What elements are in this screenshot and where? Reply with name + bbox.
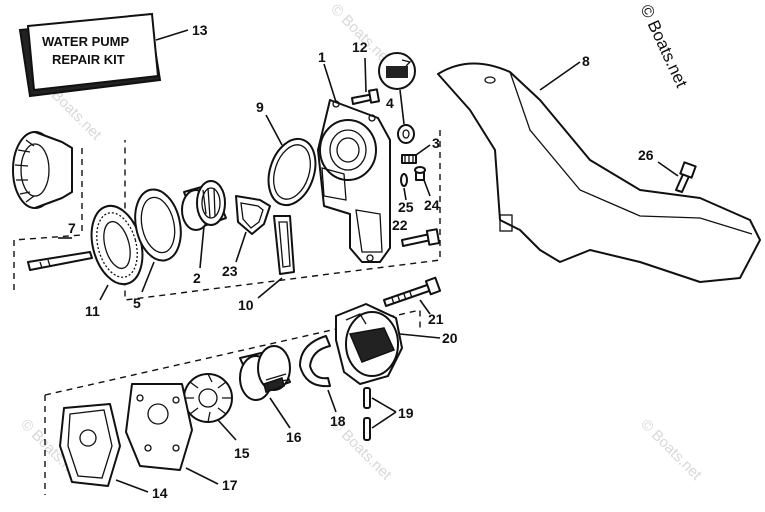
impeller: [183, 373, 233, 423]
impeller-housing: [335, 303, 403, 385]
callout-22: 22: [392, 217, 408, 233]
callout-8: 8: [582, 53, 590, 69]
callout-13: 13: [192, 22, 208, 38]
thrust-bearing: [90, 204, 144, 286]
callout-19: 19: [398, 405, 414, 421]
pins: [363, 387, 371, 441]
callout-1: 1: [318, 49, 326, 65]
pump-cover: [437, 62, 761, 283]
kit-group-outline-upper: [13, 130, 441, 301]
repair-kit-box: WATER PUMP REPAIR KIT: [18, 12, 162, 98]
callout-24: 24: [424, 197, 440, 213]
callout-4: 4: [386, 95, 394, 111]
pump-housing: [317, 99, 391, 263]
kit-group-outline-lower: [44, 309, 421, 495]
callout-5: 5: [133, 295, 141, 311]
callout-20: 20: [442, 330, 458, 346]
spring: [401, 154, 417, 164]
callout-9: 9: [256, 99, 264, 115]
callout-12: 12: [352, 39, 368, 55]
kit-label-line2: REPAIR KIT: [52, 52, 125, 67]
callout-17: 17: [222, 477, 238, 493]
callout-10: 10: [238, 297, 254, 313]
callout-18: 18: [330, 413, 346, 429]
needle-bearing: [181, 180, 227, 231]
callout-3: 3: [432, 135, 440, 151]
callout-14: 14: [152, 485, 168, 501]
callout-15: 15: [234, 445, 250, 461]
shaped-gasket: [235, 195, 271, 235]
callout-16: 16: [286, 429, 302, 445]
bevel-gear: [12, 131, 73, 209]
bolt-26: [675, 161, 697, 193]
grommet: [397, 124, 415, 144]
bolt-21: [383, 276, 442, 307]
screw-12: [351, 88, 380, 105]
callout-23: 23: [222, 263, 238, 279]
base-gasket: [59, 403, 121, 487]
impeller-liner: [239, 345, 291, 401]
callout-2: 2: [193, 270, 201, 286]
callout-7: 7: [68, 220, 76, 236]
wear-plate: [125, 383, 193, 471]
thrust-washer: [134, 188, 182, 262]
small-screw-24: [414, 166, 426, 181]
split-seal: [299, 335, 331, 388]
callout-21: 21: [428, 311, 444, 327]
o-ring: [267, 137, 317, 207]
screw-22: [401, 228, 441, 247]
rectangular-seal: [273, 215, 295, 275]
lubricant-icon: [378, 52, 416, 90]
watermark-text: © Boats.net: [637, 416, 705, 484]
shaft: [27, 251, 93, 271]
callout-26: 26: [638, 147, 654, 163]
callout-11: 11: [85, 303, 100, 319]
small-part-25: [400, 173, 408, 187]
kit-label-line1: WATER PUMP: [42, 34, 129, 49]
copyright-text: © Boats.net: [636, 2, 691, 91]
callout-25: 25: [398, 199, 414, 215]
